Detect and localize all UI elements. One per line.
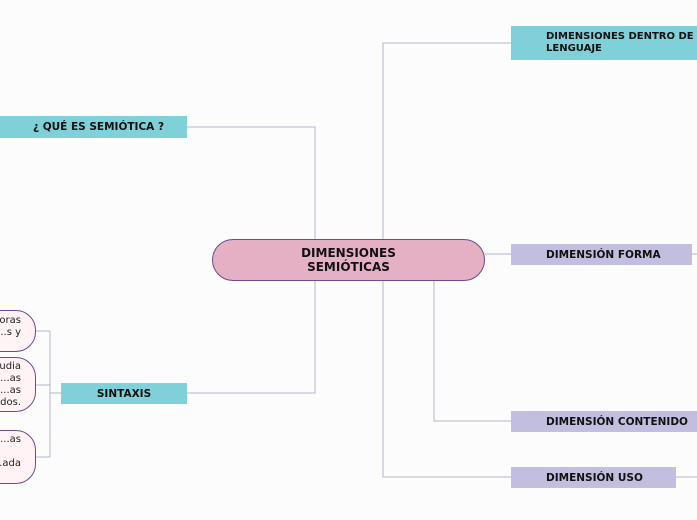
connector-que-es (187, 126, 316, 239)
connector-uso (382, 281, 511, 478)
topic-dimension-uso[interactable]: DIMENSIÓN USO (511, 467, 676, 488)
connector-sintaxis (187, 281, 316, 394)
subtopic-sintaxis-1[interactable]: ...oras ...s y (0, 310, 36, 352)
central-topic-label: DIMENSIONES SEMIÓTICAS (301, 246, 396, 274)
topic-dimension-forma[interactable]: DIMENSIÓN FORMA (511, 244, 692, 265)
topic-sintaxis[interactable]: SINTAXIS (61, 383, 187, 404)
topic-sintaxis-label: SINTAXIS (96, 387, 152, 400)
connector-sintaxis-children (36, 330, 61, 458)
topic-forma-label: DIMENSIÓN FORMA (546, 248, 661, 261)
topic-dimension-contenido[interactable]: DIMENSIÓN CONTENIDO (511, 411, 697, 432)
subtopic-sintaxis-2[interactable]: ...udia ...as ...as ...dos. (0, 357, 36, 412)
connector-contenido (433, 281, 511, 422)
subtopic-sintaxis-3[interactable]: ...as ...ada (0, 430, 36, 484)
connector-dentro (382, 42, 511, 239)
subtopic-sintaxis-3-text: ...as ...ada (0, 434, 21, 469)
topic-dimensiones-dentro-lenguaje[interactable]: DIMENSIONES DENTRO DE LENGUAJE (511, 26, 697, 60)
topic-que-es-semiotica[interactable]: ¿ QUÉ ES SEMIÓTICA ? (0, 116, 187, 138)
subtopic-sintaxis-2-text: ...udia ...as ...as ...dos. (0, 361, 21, 408)
topic-que-es-label: ¿ QUÉ ES SEMIÓTICA ? (32, 121, 165, 133)
subtopic-sintaxis-1-text: ...oras ...s y (0, 315, 21, 338)
topic-dentro-label: DIMENSIONES DENTRO DE LENGUAJE (546, 31, 694, 54)
central-topic[interactable]: DIMENSIONES SEMIÓTICAS (212, 239, 485, 281)
topic-contenido-label: DIMENSIÓN CONTENIDO (546, 415, 688, 428)
topic-uso-label: DIMENSIÓN USO (546, 471, 643, 484)
